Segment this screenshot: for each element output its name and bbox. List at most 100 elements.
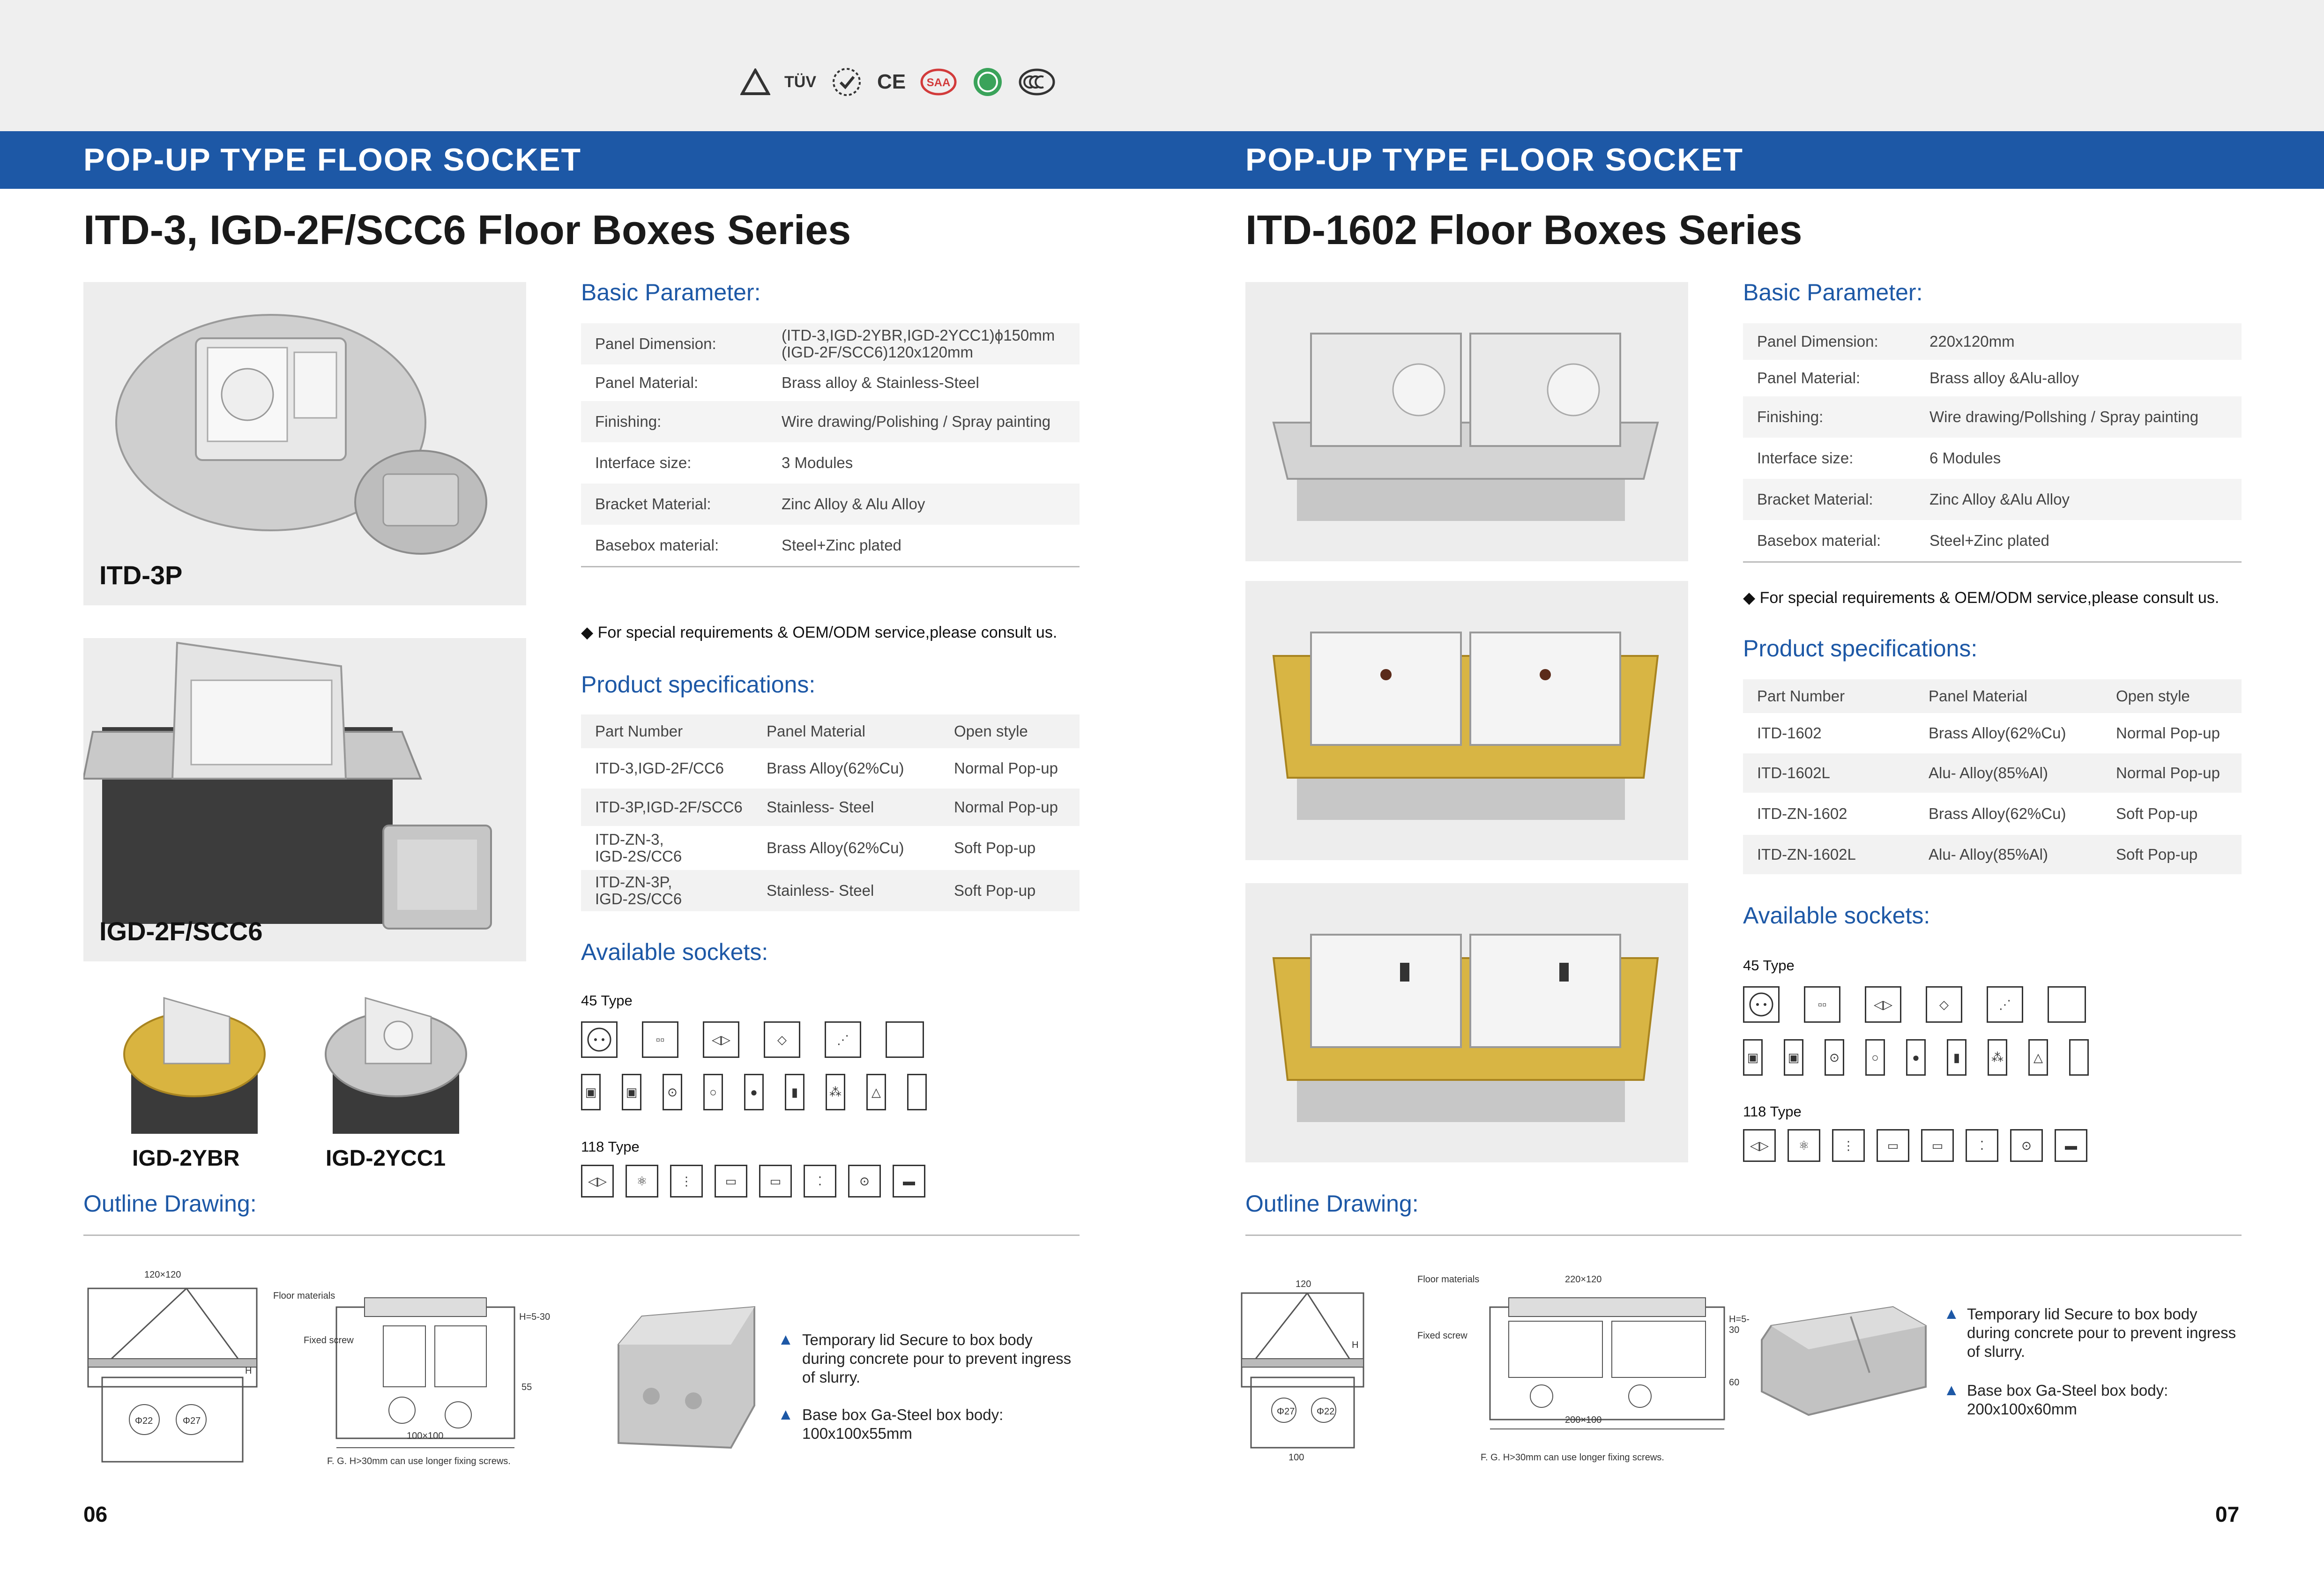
socket-118-8-icon: ▬: [893, 1165, 925, 1198]
type-118-label-right: 118 Type: [1743, 1103, 1802, 1120]
param-value: 3 Modules: [782, 454, 853, 471]
drawing-dim-label: 120×120: [144, 1270, 181, 1280]
socket-118-2-icon: ⚛: [1788, 1129, 1820, 1162]
tv-module-icon: ⊙: [1825, 1039, 1844, 1076]
av-module-icon: ●: [744, 1074, 764, 1110]
param-value: Zinc Alloy &Alu Alloy: [1929, 491, 2070, 508]
spec-part: ITD-3,IGD-2F/CC6: [595, 759, 724, 777]
drawing-floor-label: Floor materials: [273, 1291, 335, 1301]
spec-row: ITD-ZN-1602 Brass Alloy(62%Cu) Soft Pop-…: [1743, 794, 2242, 833]
fiber-module-icon: △: [2028, 1039, 2048, 1076]
drawing-note: F. G. H>30mm can use longer fixing screw…: [1481, 1452, 1664, 1463]
param-value: 6 Modules: [1929, 449, 2001, 467]
banner-title-left: POP-UP TYPE FLOOR SOCKET: [83, 142, 582, 178]
series-title-left: ITD-3, IGD-2F/SCC6 Floor Boxes Series: [83, 207, 851, 253]
socket-118-3-icon: ⋮: [1832, 1129, 1865, 1162]
socket-118-5-icon: ▭: [759, 1165, 792, 1198]
outline-drawing-title-right: Outline Drawing:: [1245, 1190, 1419, 1217]
spec-part: ITD-ZN-1602: [1757, 805, 1847, 822]
triangle-bullet-icon: ▲: [778, 1406, 794, 1423]
top-band: [0, 0, 2324, 131]
drawing-note: F. G. H>30mm can use longer fixing screw…: [327, 1456, 511, 1466]
socket-118-6-icon: ⁚: [804, 1165, 836, 1198]
spec-material: Brass Alloy(62%Cu): [767, 839, 904, 856]
bullet-text: Base box Ga-Steel box body: 100x100x55mm: [802, 1406, 1004, 1442]
au-socket-icon: ⋰: [825, 1021, 861, 1058]
drawing-dim-label: 60: [1729, 1377, 1740, 1388]
hdmi-module-icon: ▮: [785, 1074, 804, 1110]
photo-label-itd-3p: ITD-3P: [99, 560, 183, 590]
param-row: Panel Dimension: 220x120mm: [1743, 323, 2242, 361]
param-row: Finishing: Wire drawing/Pollshing / Spra…: [1743, 396, 2242, 439]
rj11-module-icon: ▣: [622, 1074, 641, 1110]
table-rule: [581, 566, 1080, 567]
laurel-check-icon: [830, 66, 863, 98]
spec-style: Normal Pop-up: [954, 798, 1058, 816]
param-row: Basebox material: Steel+Zinc plated: [1743, 520, 2242, 563]
uk-socket-icon: ▫▫: [642, 1021, 678, 1058]
usb-module-icon: ⁂: [1988, 1039, 2007, 1076]
spec-row: ITD-1602 Brass Alloy(62%Cu) Normal Pop-u…: [1743, 714, 2242, 752]
spec-part: ITD-ZN-3P,IGD-2S/CC6: [595, 873, 682, 908]
drawing-dim-label: 220×120: [1565, 1274, 1602, 1285]
basebox-photo-right: [1757, 1298, 1930, 1424]
spec-style: Soft Pop-up: [954, 882, 1036, 899]
spec-row: ITD-3P,IGD-2F/SCC6 Stainless- Steel Norm…: [581, 788, 1080, 826]
spec-style: Normal Pop-up: [2116, 764, 2220, 781]
spec-part: ITD-ZN-1602L: [1757, 846, 1856, 863]
param-key: Basebox material:: [595, 536, 719, 554]
multi-socket-icon: ◁▷: [1865, 986, 1901, 1023]
drawing-dim-label: 55: [521, 1382, 532, 1392]
basebox-photo-left: [614, 1302, 764, 1452]
param-key: Finishing:: [1757, 408, 1824, 425]
bullet-text: Base box Ga-Steel box body: 200x100x60mm: [1967, 1382, 2168, 1418]
type-45-label-left: 45 Type: [581, 992, 633, 1009]
au-socket-icon: ⋰: [1987, 986, 2023, 1023]
product-specifications-title-left: Product specifications:: [581, 671, 816, 698]
tv-module-icon: ⊙: [663, 1074, 682, 1110]
ccc-logo: [1018, 66, 1056, 98]
param-key: Finishing:: [595, 413, 662, 430]
socket-118-8-icon: ▬: [2055, 1129, 2087, 1162]
photo-label-igd-2ybr: IGD-2YBR: [132, 1146, 240, 1171]
triangle-bullet-icon: ▲: [1944, 1305, 1959, 1323]
blank-plate-icon: [886, 1021, 924, 1058]
spec-style: Normal Pop-up: [2116, 724, 2220, 742]
spec-part: ITD-1602L: [1757, 764, 1830, 781]
drawing-dim-label: H: [245, 1366, 252, 1376]
param-value: Wire drawing/Polishing / Spray painting: [782, 413, 1051, 430]
oem-note-left: ◆ For special requirements & OEM/ODM ser…: [581, 624, 1058, 641]
param-row: Finishing: Wire drawing/Polishing / Spra…: [581, 401, 1080, 444]
param-key: Panel Material:: [1757, 369, 1861, 387]
warning-triangle-icon: [740, 66, 770, 98]
socket-118-3-icon: ⋮: [670, 1165, 703, 1198]
spec-row: ITD-3,IGD-2F/CC6 Brass Alloy(62%Cu) Norm…: [581, 750, 1080, 787]
drawing-dim-label: H=5-30: [1729, 1314, 1750, 1335]
spec-part: ITD-ZN-3,IGD-2S/CC6: [595, 831, 682, 865]
spec-row: ITD-ZN-3P,IGD-2S/CC6 Stainless- Steel So…: [581, 870, 1080, 911]
outline-rule-right: [1245, 1235, 2242, 1236]
socket-118-4-icon: ▭: [715, 1165, 747, 1198]
universal-socket-icon: ◇: [764, 1021, 800, 1058]
multi-socket-icon: ◁▷: [703, 1021, 739, 1058]
socket-118-7-icon: ⊙: [848, 1165, 881, 1198]
outline-drawing-left: 120×120 Floor materials Fixed screw 100×…: [83, 1270, 552, 1480]
spec-header-part: Part Number: [595, 722, 683, 740]
universal-socket-icon: ◇: [1926, 986, 1962, 1023]
drawing-dim-label: H=5-30: [519, 1312, 551, 1322]
spec-header-row: Part Number Panel Material Open style: [581, 714, 1080, 748]
oem-note-right: ◆ For special requirements & OEM/ODM ser…: [1743, 589, 2220, 607]
audio-module-icon: ○: [703, 1074, 723, 1110]
banner-title-right: POP-UP TYPE FLOOR SOCKET: [1245, 142, 1744, 178]
spec-header-part: Part Number: [1757, 687, 1845, 705]
series-title-right: ITD-1602 Floor Boxes Series: [1245, 207, 1803, 253]
spec-header-material: Panel Material: [1929, 687, 2027, 705]
param-row: Interface size: 6 Modules: [1743, 438, 2242, 480]
product-photo-igd-2f-scc6: [82, 638, 526, 961]
triangle-bullet-icon: ▲: [778, 1331, 794, 1348]
available-sockets-title-left: Available sockets:: [581, 939, 768, 965]
spec-style: Soft Pop-up: [954, 839, 1036, 856]
spec-material: Stainless- Steel: [767, 882, 874, 899]
photo-label-igd-2ycc1: IGD-2YCC1: [326, 1146, 446, 1171]
photo-label-igd-2f-scc6: IGD-2F/SCC6: [99, 916, 263, 946]
